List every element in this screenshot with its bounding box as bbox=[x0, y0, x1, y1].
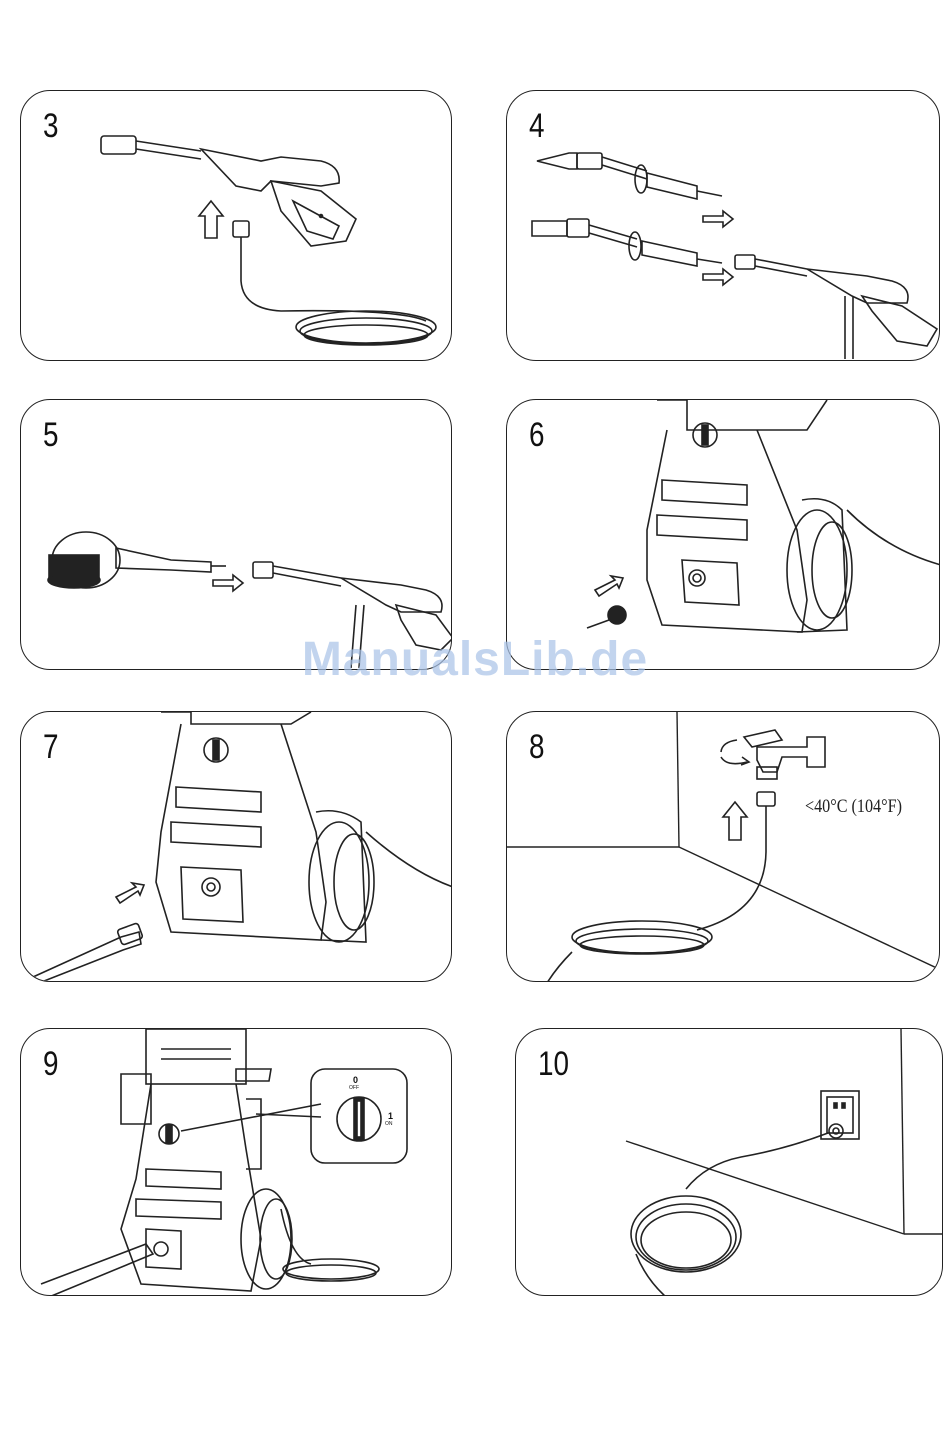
step-9-panel: 9 0 O bbox=[20, 1028, 452, 1296]
step-7-panel: 7 bbox=[20, 711, 452, 982]
attach-water-inlet-adapter-illustration bbox=[507, 400, 940, 670]
plug-in-power-illustration bbox=[516, 1029, 943, 1296]
step-5-panel: 5 bbox=[20, 399, 452, 670]
attach-brush-illustration bbox=[21, 400, 452, 670]
max-water-temperature-label: <40°C (104°F) bbox=[805, 796, 902, 818]
attach-lance-to-gun-illustration bbox=[507, 91, 940, 361]
step-10-panel: 10 bbox=[515, 1028, 943, 1296]
connect-to-tap-illustration bbox=[507, 712, 940, 982]
connect-garden-hose-illustration bbox=[21, 712, 452, 982]
switch-mark-off-label: OFF bbox=[349, 1085, 359, 1091]
switch-mark-on-symbol: 1 bbox=[388, 1111, 393, 1121]
step-6-panel: 6 bbox=[506, 399, 940, 670]
switch-mark-on-label: ON bbox=[385, 1121, 393, 1127]
switch-on-illustration bbox=[21, 1029, 452, 1296]
attach-hose-to-gun-illustration bbox=[21, 91, 452, 361]
watermark: ManualsLib.de bbox=[0, 632, 950, 687]
step-3-panel: 3 bbox=[20, 90, 452, 361]
step-4-panel: 4 bbox=[506, 90, 940, 361]
switch-mark-off-symbol: 0 bbox=[353, 1075, 358, 1085]
step-8-panel: 8 <40°C (104°F) bbox=[506, 711, 940, 982]
